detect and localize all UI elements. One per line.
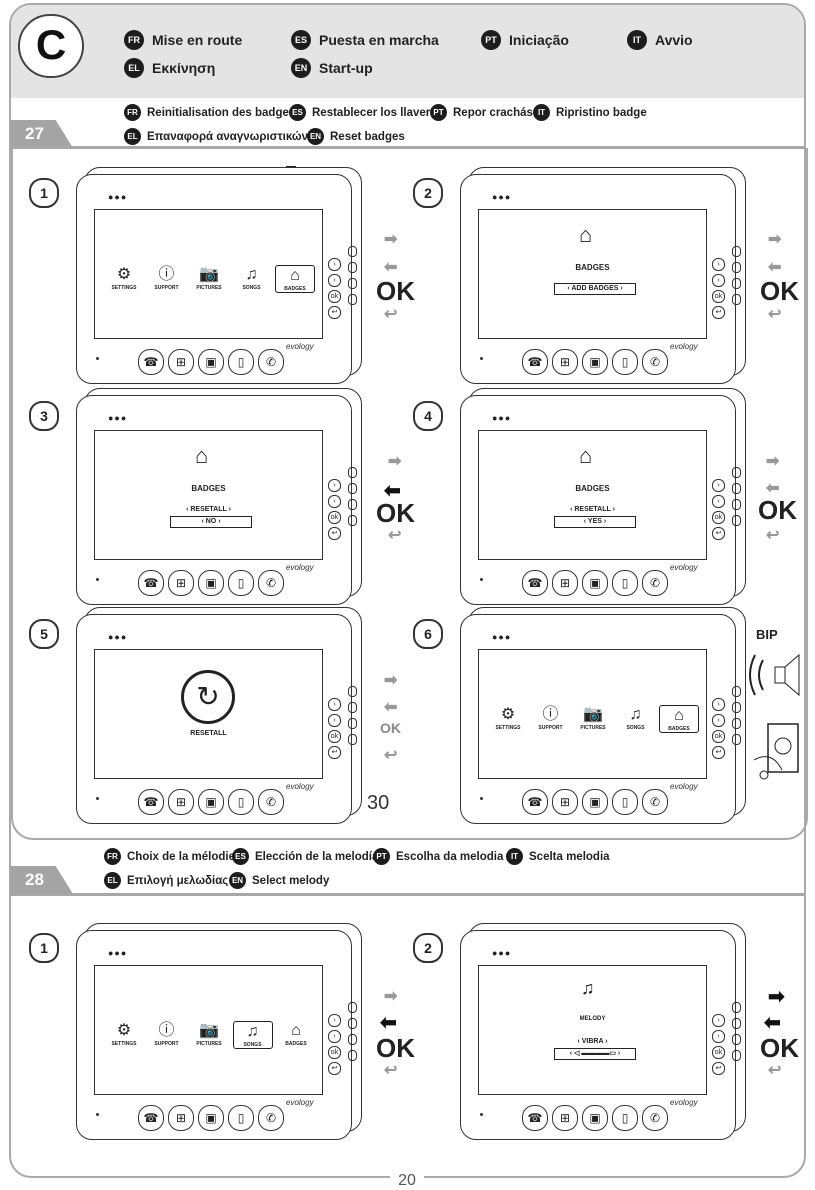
- next-arrow-icon: ➡: [384, 231, 398, 248]
- speaker-icon: [745, 645, 805, 710]
- ok-label: OK: [376, 276, 415, 306]
- add-badges-option: ‹ ADD BADGES ›: [554, 283, 636, 295]
- badges-title: BADGES: [575, 263, 610, 272]
- device-27-4: ●●● ⌂ BADGES ‹ RESETALL › ‹ YES › ›‹ok↩ …: [460, 388, 746, 606]
- s28-step-2: 2: [413, 933, 443, 963]
- section-27-line: [11, 146, 804, 149]
- stray-number: 30: [367, 792, 390, 814]
- pictures-icon: 📷PICTURES: [196, 266, 222, 291]
- melody-icon: ♫: [581, 978, 595, 998]
- device-27-2: ●●● ⌂ BADGES ‹ ADD BADGES › ›‹ok↩ evolog…: [460, 167, 746, 385]
- badge-icon: ⌂: [579, 222, 593, 247]
- camera-icon: ▣: [198, 349, 224, 375]
- header-band: [11, 5, 804, 98]
- prev-arrow-icon: ⬅: [384, 259, 398, 276]
- s27-step-1: 1: [29, 178, 59, 208]
- door-icon: ▯: [228, 349, 254, 375]
- songs-icon: ♫SONGS: [242, 266, 261, 291]
- gate-icon: ⊞: [168, 349, 194, 375]
- s27-step-2: 2: [413, 178, 443, 208]
- page-number: 20: [390, 1172, 424, 1190]
- section-27-box: [11, 148, 808, 840]
- badge-reader-icon: [752, 720, 802, 785]
- s27-step-6: 6: [413, 619, 443, 649]
- volume-slider: ‹ ◁ ▬▬▬▬▭ ›: [554, 1048, 636, 1060]
- screen: ⌂ BADGES ‹ ADD BADGES ›: [478, 209, 707, 339]
- settings-icon: ⚙SETTINGS: [111, 266, 137, 291]
- status-dots: ●●●: [108, 192, 128, 202]
- chapter-letter: C: [18, 14, 84, 78]
- s27-step-3: 3: [29, 401, 59, 431]
- s28-step-1: 1: [29, 933, 59, 963]
- bip-label: BIP: [756, 627, 778, 642]
- device-28-2: ●●● ♫ MELODY ‹ VIBRA › ‹ ◁ ▬▬▬▬▭ › ›‹ok↩…: [460, 923, 746, 1141]
- refresh-icon: ↻: [181, 670, 235, 724]
- brand-logo: evology: [286, 342, 314, 351]
- device-27-5: ●●● ↻ RESETALL ›‹ok↩ evology ☎⊞▣▯✆: [76, 607, 362, 825]
- section-27-tab: 27: [11, 120, 73, 148]
- badges-icon: ⌂BADGES: [275, 265, 315, 293]
- phone-icon: ✆: [258, 349, 284, 375]
- section-28-line: [11, 893, 804, 896]
- call-icon: ☎: [138, 349, 164, 375]
- back-arrow-icon: ↩: [384, 306, 398, 323]
- device-27-3: ●●● ⌂ BADGES ‹ RESETALL › ‹ NO › ›‹ok↩ e…: [76, 388, 362, 606]
- s27-step-4: 4: [413, 401, 443, 431]
- s27-step-5: 5: [29, 619, 59, 649]
